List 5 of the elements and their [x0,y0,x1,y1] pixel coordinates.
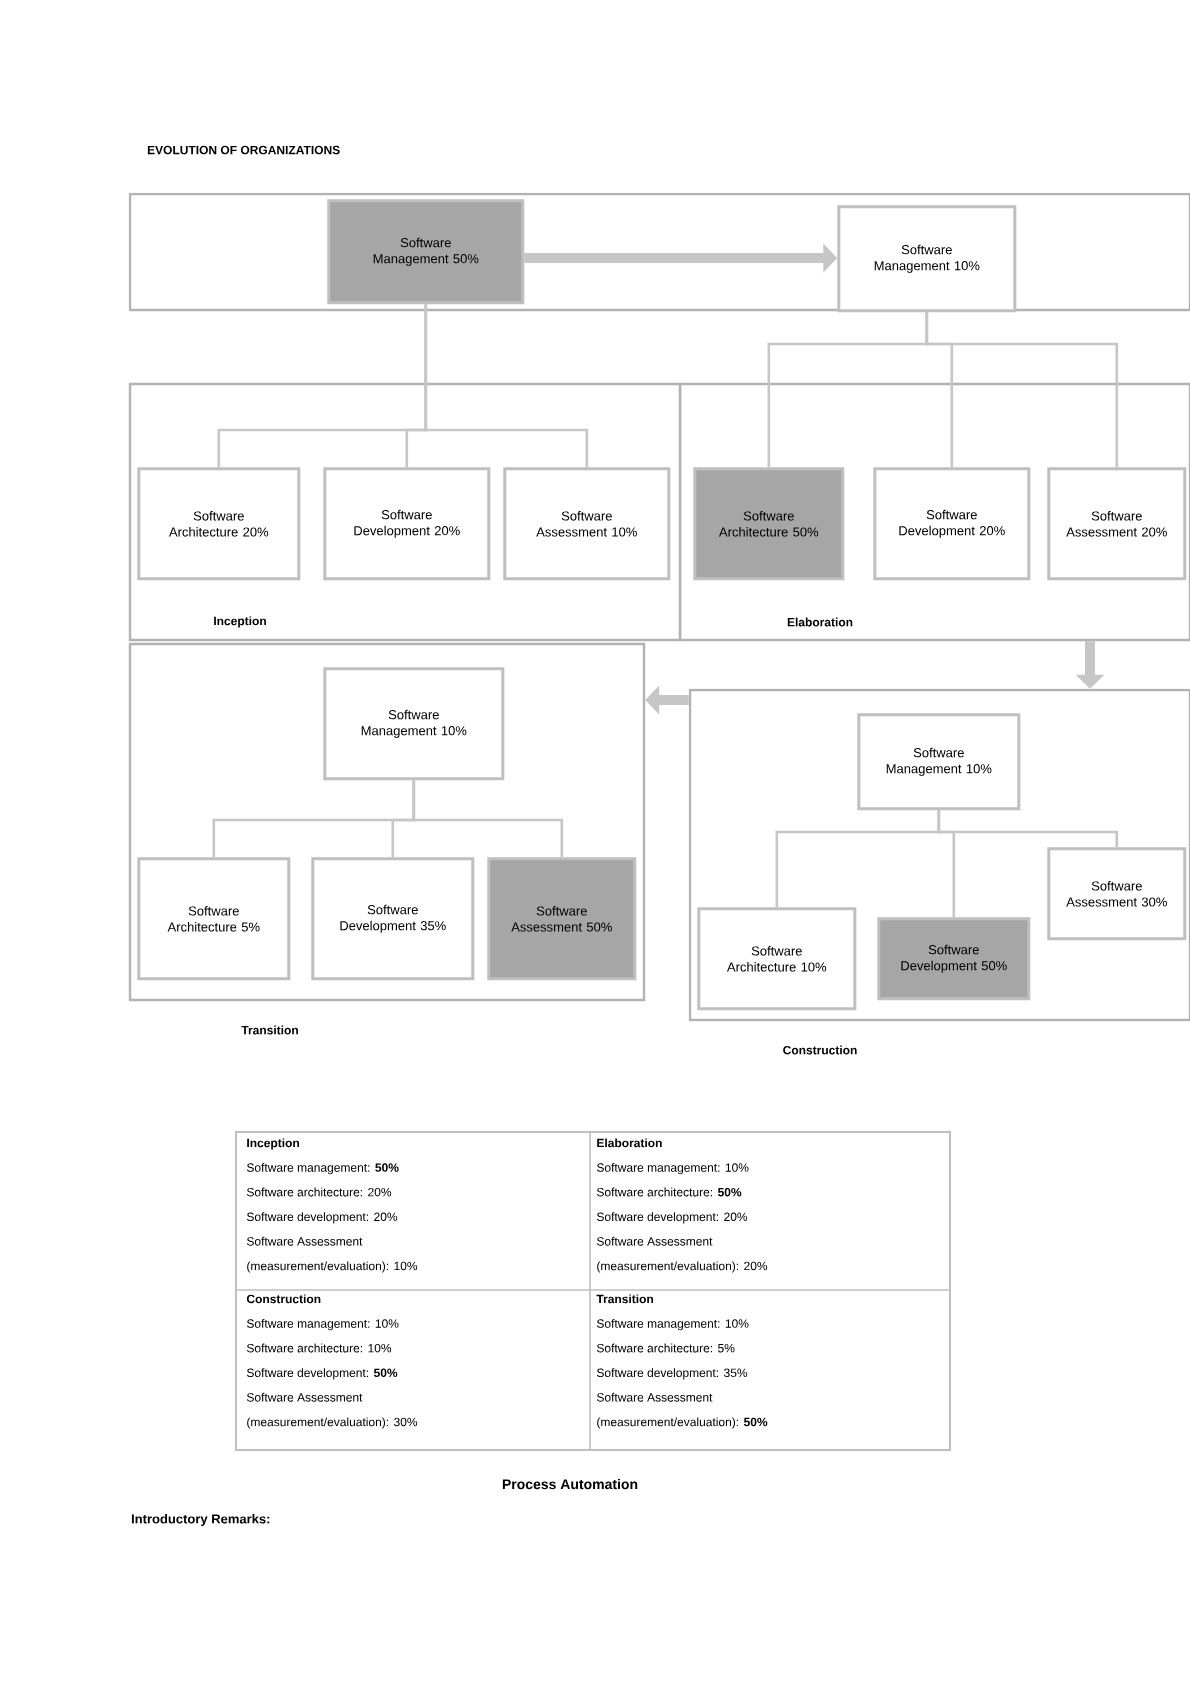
connector-line [424,304,589,468]
connector-line [937,810,956,918]
connector-line [412,780,564,858]
panel-frame [128,192,1190,312]
connector-line [925,312,1119,468]
